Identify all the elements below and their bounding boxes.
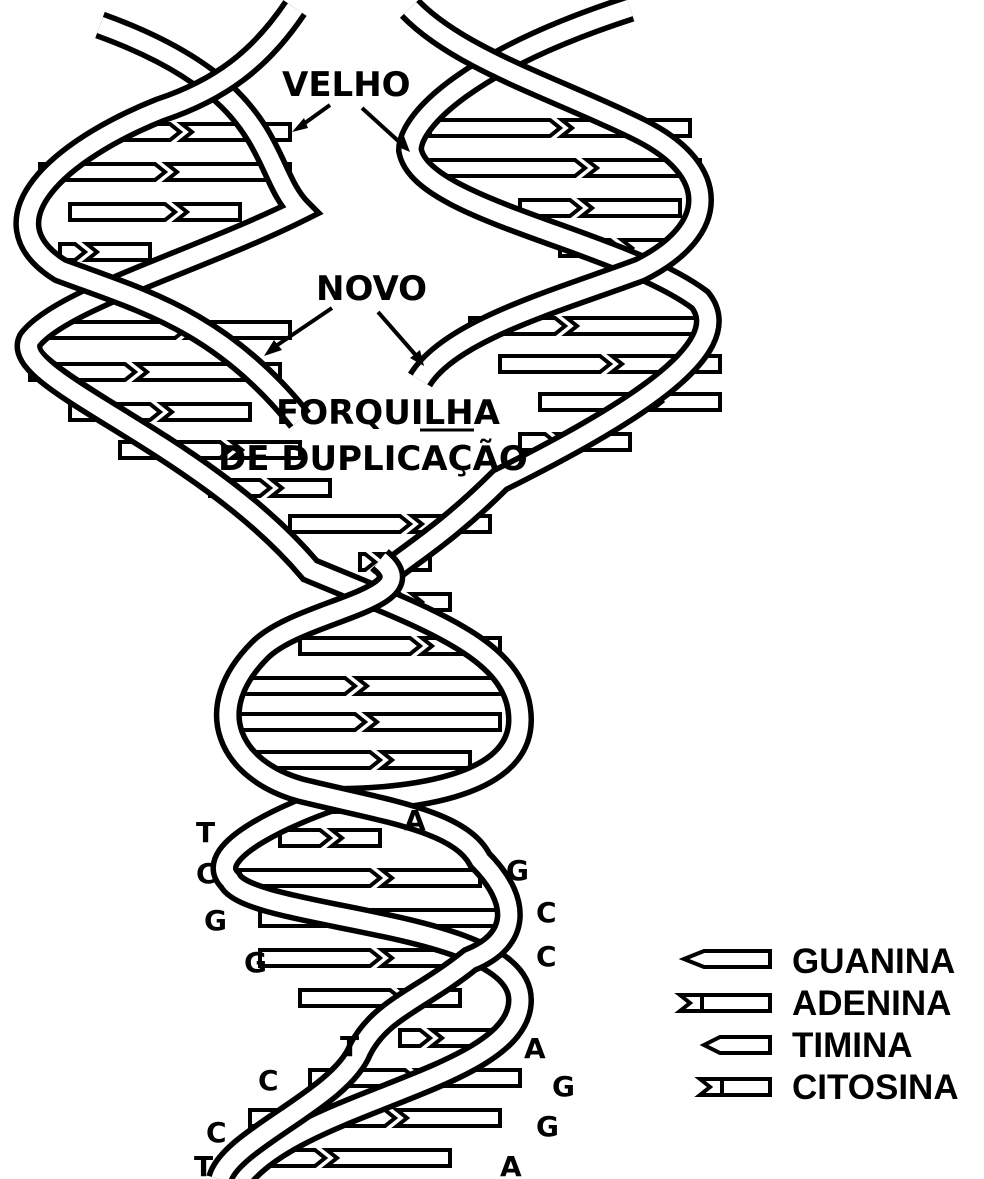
base-pair-half: [567, 318, 700, 334]
base-pair-half: [280, 830, 330, 846]
base-pair-half: [382, 752, 470, 768]
base-letter: C: [536, 896, 557, 929]
base-pair-half: [430, 120, 560, 136]
adenina-symbol-icon: [680, 995, 770, 1011]
base-letter: G: [536, 1110, 559, 1143]
base-letter: G: [506, 854, 529, 887]
timina-symbol-icon: [704, 1037, 770, 1053]
base-letter: G: [244, 946, 267, 979]
base-pair-half: [162, 404, 250, 420]
base-pair-half: [332, 830, 380, 846]
label-fork-line1: FORQUILHA: [276, 393, 501, 433]
label-new-strands: NOVO: [316, 269, 427, 309]
base-letter: C: [536, 940, 557, 973]
base-letter: C: [206, 1116, 227, 1149]
base-pair-half: [87, 244, 150, 260]
base-pair-half: [400, 1030, 430, 1046]
label-old-strands: VELHO: [282, 65, 411, 105]
base-pair-half: [367, 714, 500, 730]
legend-item-citosina: CITOSINA: [700, 1068, 959, 1107]
guanina-symbol-icon: [684, 951, 770, 967]
legend-label: ADENINA: [792, 984, 951, 1023]
base-letter: T: [340, 1030, 359, 1063]
base-letter: A: [500, 1150, 522, 1179]
legend-item-timina: TIMINA: [704, 1026, 913, 1065]
legend: GUANINA ADENINA TIMINA CITOSINA: [680, 942, 959, 1107]
base-pair-half: [327, 1150, 450, 1166]
base-pair-half: [430, 160, 585, 176]
base-pair-half: [397, 1110, 500, 1126]
base-pair-half: [290, 516, 410, 532]
base-pair-half: [582, 200, 680, 216]
label-fork-line2: DE DUPLICAÇÃO: [218, 438, 528, 479]
legend-label: CITOSINA: [792, 1068, 959, 1107]
base-pair-half: [260, 950, 380, 966]
base-letter: T: [194, 1150, 213, 1179]
base-pair-half: [500, 356, 610, 372]
base-letter: G: [552, 1070, 575, 1103]
base-pair-half: [382, 870, 480, 886]
base-letter: A: [404, 804, 426, 837]
base-letter: T: [196, 816, 215, 849]
legend-label: TIMINA: [792, 1026, 913, 1065]
base-pair-half: [70, 204, 175, 220]
base-pair-half: [357, 678, 510, 694]
base-letter: A: [524, 1032, 546, 1065]
base-letter: C: [196, 857, 217, 890]
legend-item-guanina: GUANINA: [684, 942, 955, 981]
base-letter: C: [258, 1064, 279, 1097]
base-pair-half: [300, 638, 420, 654]
base-pair-half: [230, 714, 365, 730]
base-letter: G: [204, 904, 227, 937]
base-pair-half: [177, 204, 240, 220]
citosina-symbol-icon: [700, 1079, 770, 1095]
legend-label: GUANINA: [792, 942, 955, 981]
legend-item-adenina: ADENINA: [680, 984, 951, 1023]
base-pair-half: [272, 480, 330, 496]
base-pair-half: [240, 678, 355, 694]
